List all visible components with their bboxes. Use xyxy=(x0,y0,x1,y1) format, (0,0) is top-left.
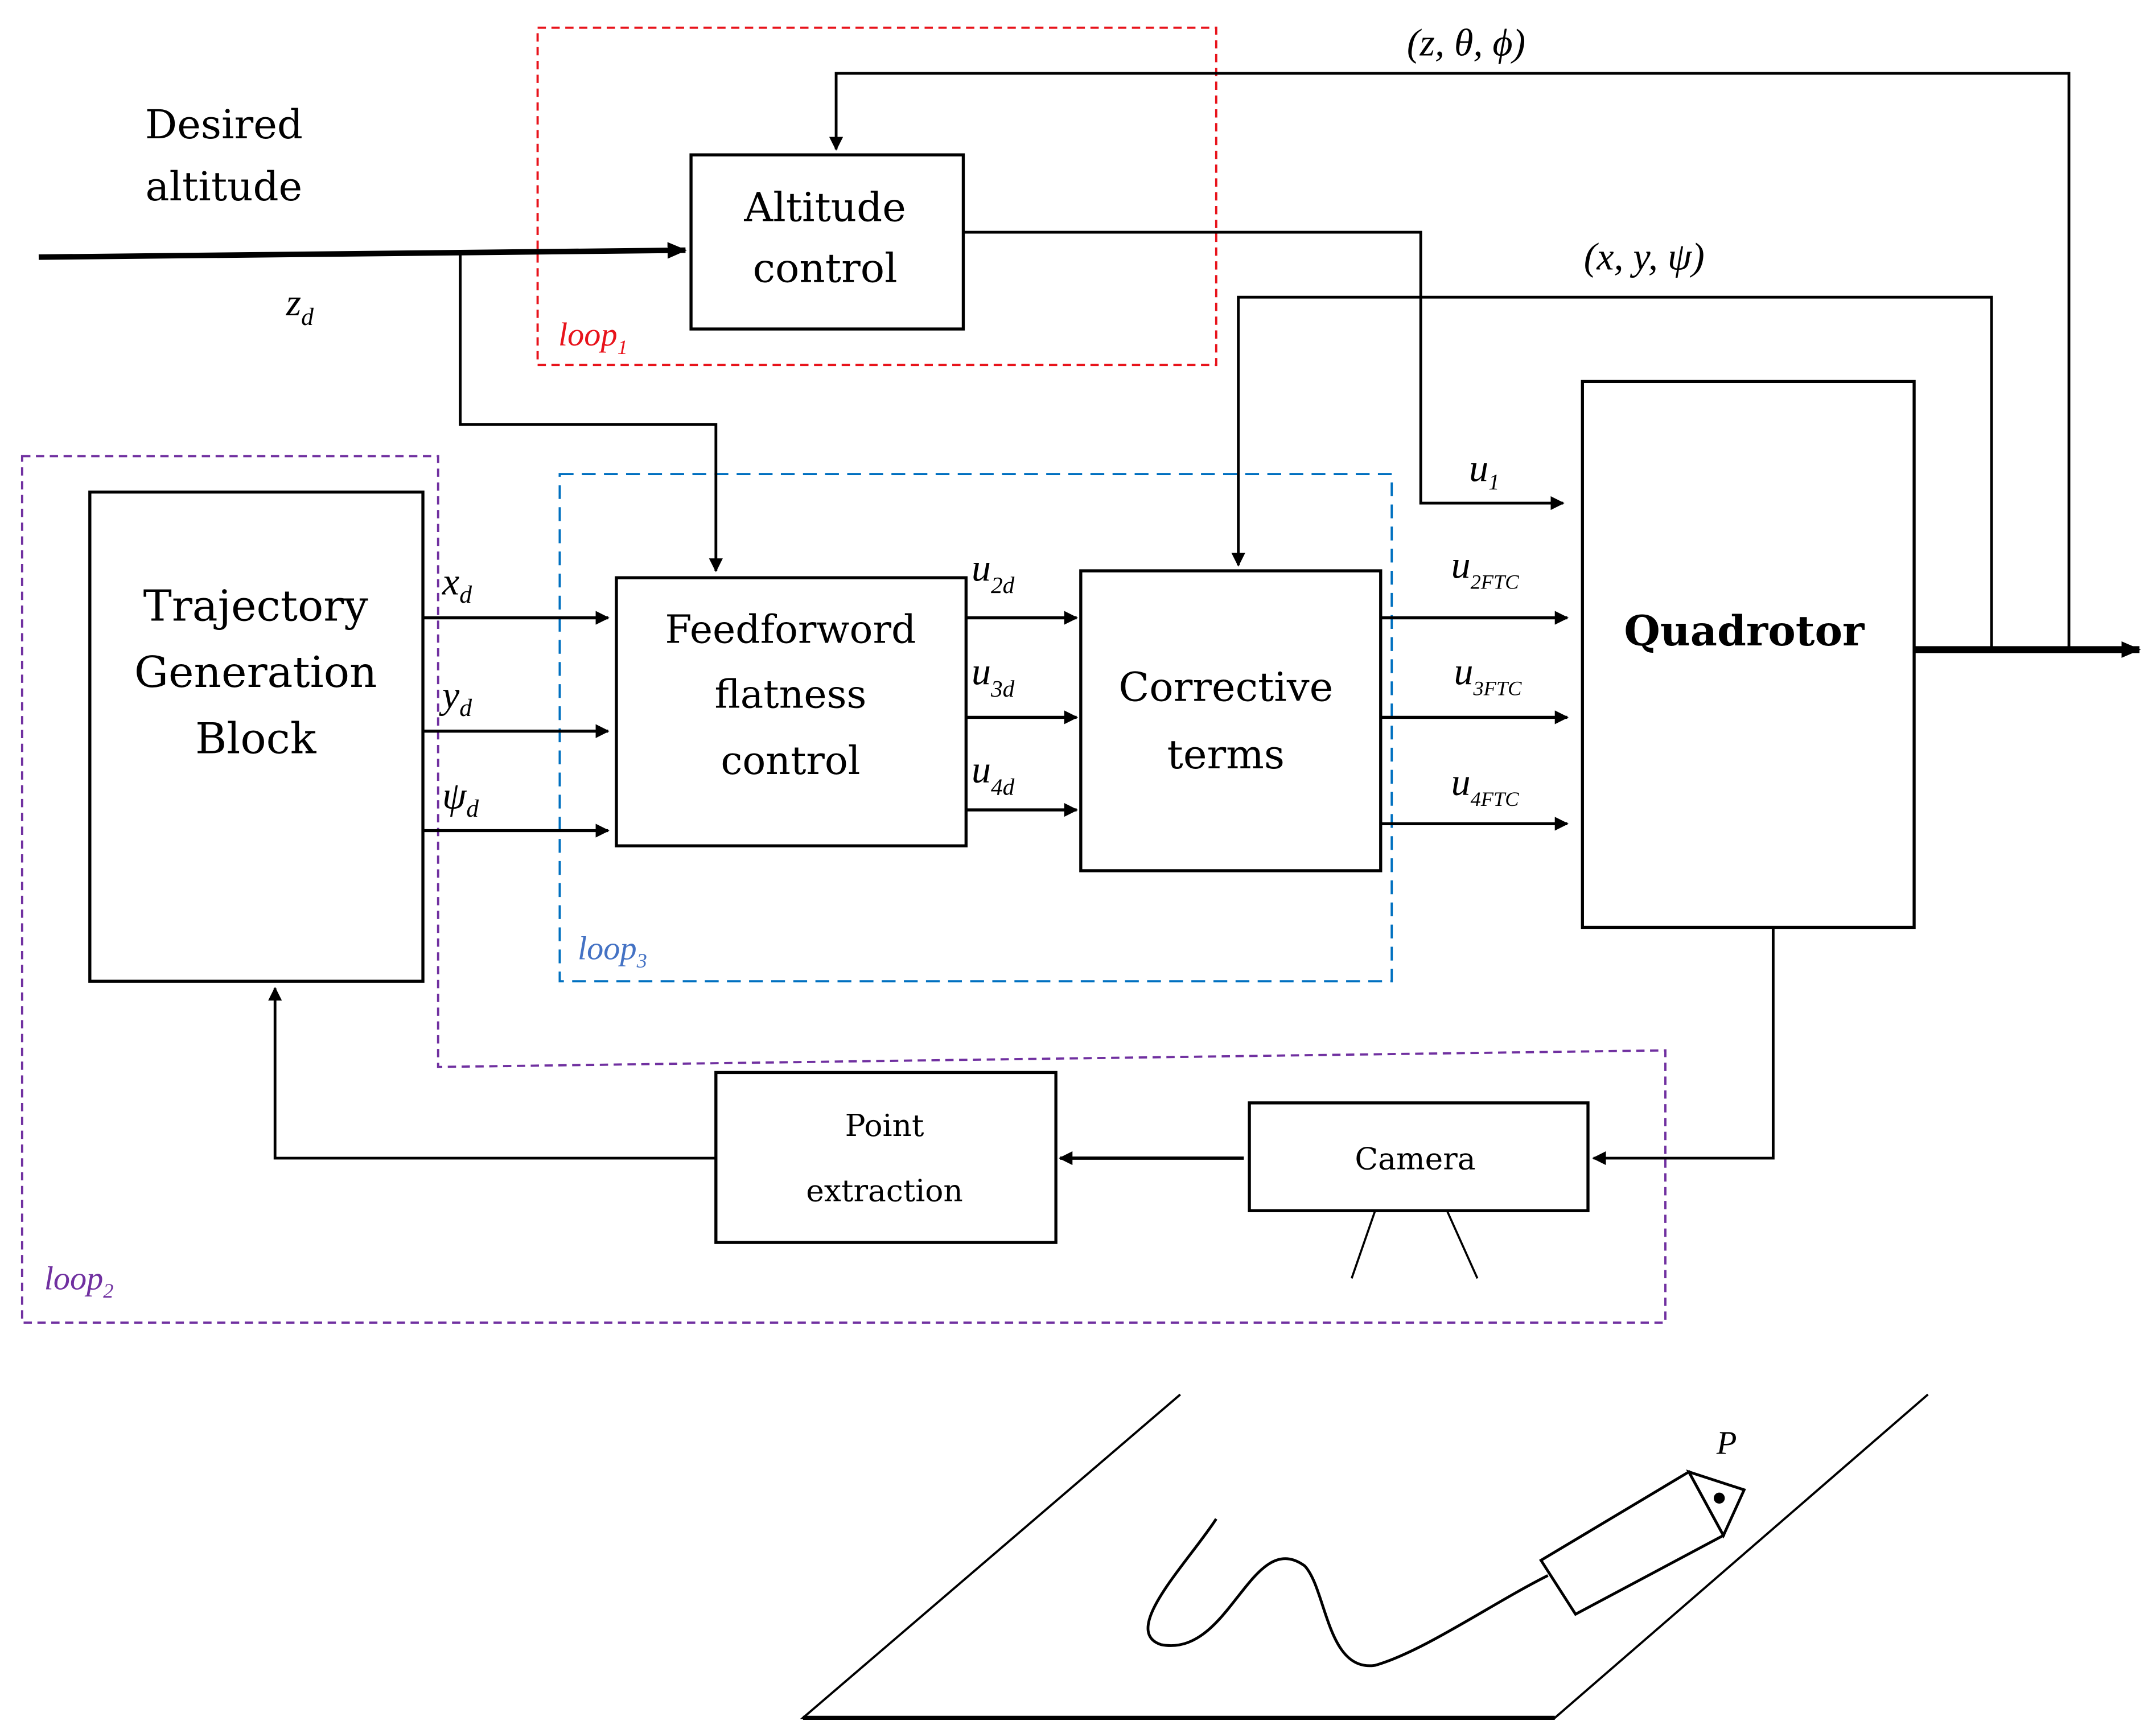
u1-label: u1 xyxy=(1469,446,1499,495)
u2d-label: u2d xyxy=(972,546,1015,598)
point-to-trajectory-wire xyxy=(268,986,716,1160)
loop3-boundary xyxy=(558,473,1393,983)
zd-label: zd xyxy=(286,281,314,331)
camera-leg-left xyxy=(1351,1210,1376,1279)
z-theta-phi-feedback-wire xyxy=(829,72,2071,650)
loop2-boundary xyxy=(20,455,1667,1324)
zd-to-feedforward-wire xyxy=(459,254,723,573)
ground-plane xyxy=(800,1393,1929,1719)
quadrotor-label: Quadrotor xyxy=(1624,607,1865,656)
point-p-dot xyxy=(1713,1492,1725,1504)
trajectory-curve xyxy=(1146,1518,1549,1668)
corrective-label-2: terms xyxy=(1167,731,1285,778)
trajectory-label-3: Block xyxy=(195,714,317,764)
z-theta-phi-label: (z, θ, ϕ) xyxy=(1407,20,1525,64)
feedforward-flatness-block xyxy=(615,576,968,847)
feedforward-label-3: control xyxy=(721,739,860,784)
loop1-boundary xyxy=(536,26,1217,367)
point-p-label: P xyxy=(1716,1425,1737,1462)
x-y-psi-feedback-wire xyxy=(1231,295,1993,650)
zd-input-wire xyxy=(38,242,687,260)
point-extraction-block xyxy=(714,1071,1058,1244)
feedforward-label: Feedforword xyxy=(665,607,916,652)
corrective-label: Corrective xyxy=(1118,664,1333,710)
point-extraction-label-2: extraction xyxy=(806,1172,963,1208)
yd-label: yd xyxy=(439,673,472,722)
trajectory-generation-block xyxy=(88,490,425,983)
x-y-psi-label: (x, y, ψ) xyxy=(1584,235,1705,278)
camera-label: Camera xyxy=(1355,1141,1475,1176)
quadrotor-block xyxy=(1581,380,1916,929)
trajectory-label-2: Generation xyxy=(134,647,377,697)
loop3-label: loop3 xyxy=(578,929,647,972)
feedforward-label-2: flatness xyxy=(714,672,866,717)
u4ftc-label: u4FTC xyxy=(1451,760,1520,810)
u2ftc-label: u2FTC xyxy=(1451,543,1520,593)
corrective-terms-block xyxy=(1079,569,1383,872)
loop2-label: loop2 xyxy=(44,1260,114,1303)
loop1-label: loop1 xyxy=(558,316,628,359)
u4d-label: u4d xyxy=(972,748,1015,800)
psid-label: ψd xyxy=(442,774,479,823)
trajectory-label: Trajectory xyxy=(143,581,369,631)
pen-icon xyxy=(1539,1469,1746,1616)
xd-label: xd xyxy=(442,559,472,608)
u3d-label: u3d xyxy=(972,649,1015,702)
u1-wire xyxy=(963,230,1565,511)
point-extraction-label: Point xyxy=(845,1108,924,1143)
altitude-control-label: Altitude xyxy=(743,184,906,231)
quadrotor-to-camera-wire xyxy=(1592,927,1775,1166)
camera-block xyxy=(1248,1101,1590,1212)
altitude-control-label-2: control xyxy=(753,245,898,292)
u3ftc-label: u3FTC xyxy=(1454,649,1522,699)
desired-altitude-label: Desired xyxy=(145,101,303,148)
desired-altitude-label-2: altitude xyxy=(146,163,303,210)
camera-leg-right xyxy=(1446,1210,1479,1279)
altitude-control-block xyxy=(689,153,965,331)
